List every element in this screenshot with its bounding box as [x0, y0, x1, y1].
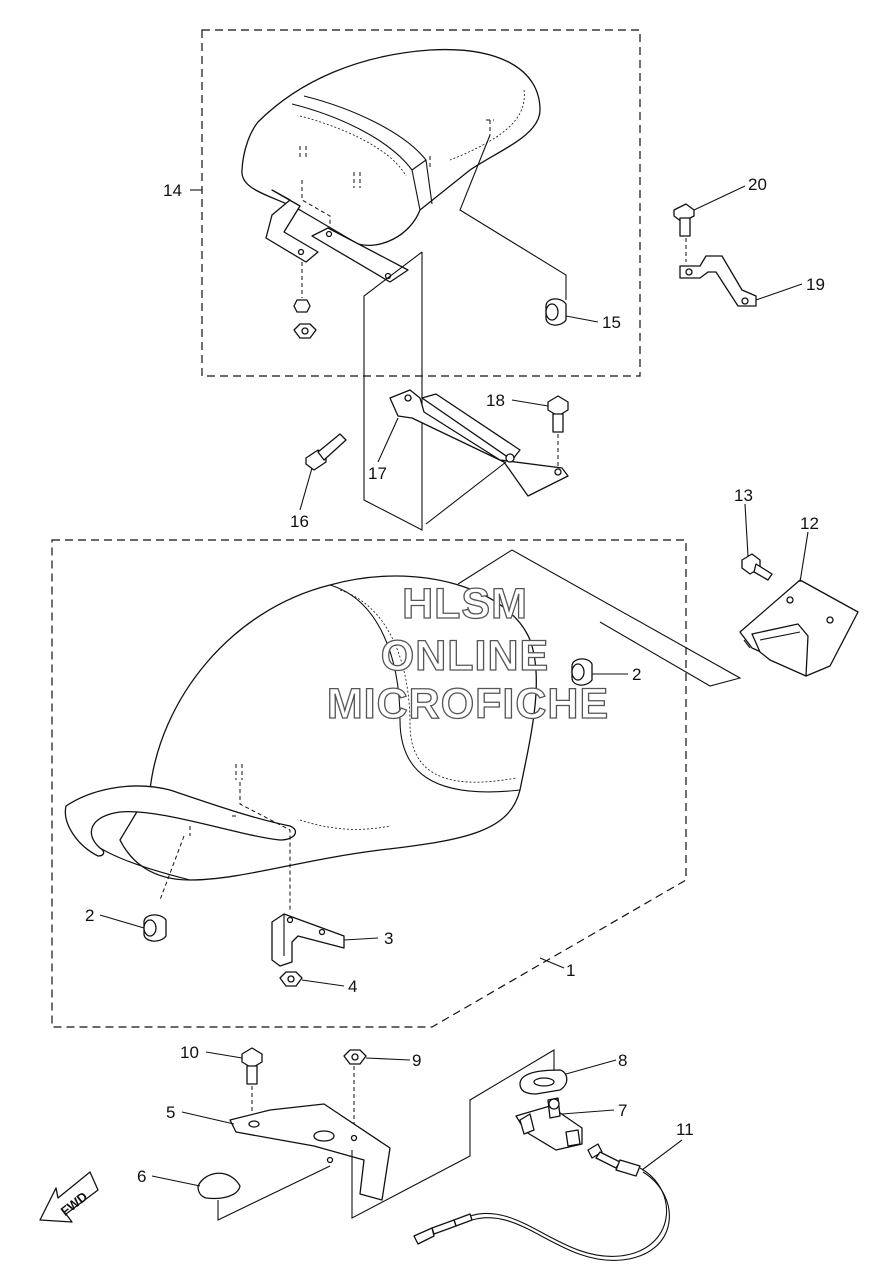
cable-11 — [413, 1143, 670, 1261]
callout-7: 7 — [618, 1101, 627, 1120]
main-seat-group-box — [51, 539, 687, 1028]
bolt-16 — [305, 433, 347, 471]
bolt-10 — [241, 1047, 263, 1085]
callout-8: 8 — [618, 1051, 627, 1070]
bracket-3 — [271, 913, 345, 967]
callout-12: 12 — [800, 514, 819, 533]
bracket-19 — [679, 255, 757, 307]
callout-13: 13 — [734, 486, 753, 505]
rear-seat-nut — [293, 299, 317, 339]
callout-5: 5 — [166, 1103, 175, 1122]
callout-4: 4 — [348, 977, 357, 996]
bracket-17 — [389, 389, 569, 497]
callout-20: 20 — [748, 175, 767, 194]
callout-3: 3 — [384, 929, 393, 948]
main-seat — [64, 575, 537, 912]
callout-18: 18 — [486, 391, 505, 410]
leader-lines — [99, 185, 809, 1187]
watermark-line-2: ONLINE — [381, 632, 549, 680]
damper-2-upper — [571, 658, 593, 686]
callout-10: 10 — [180, 1043, 199, 1062]
callout-15: 15 — [602, 313, 621, 332]
bolt-18 — [547, 395, 569, 433]
nut-9 — [343, 1049, 367, 1065]
callout-9: 9 — [412, 1051, 421, 1070]
damper-2-lower — [143, 914, 167, 942]
watermark: HLSM ONLINE MICROFICHE — [326, 579, 609, 728]
watermark-line-3: MICROFICHE — [327, 680, 609, 728]
fwd-arrow-icon: FWD — [39, 1171, 99, 1223]
bolt-13 — [741, 553, 773, 581]
cover-6 — [197, 1172, 241, 1200]
callout-17: 17 — [368, 464, 387, 483]
callout-1: 1 — [566, 961, 575, 980]
lock-7 — [515, 1097, 583, 1151]
callout-2-lower: 2 — [85, 906, 94, 925]
plate-8 — [519, 1069, 568, 1095]
plate-5 — [229, 1103, 391, 1201]
guide-line-14-to-1 — [363, 251, 423, 531]
tail-cover-12 — [739, 579, 859, 677]
callout-14: 14 — [163, 181, 182, 200]
callout-6: 6 — [137, 1167, 146, 1186]
rear-seat-group-box — [201, 29, 641, 377]
callout-16: 16 — [290, 512, 309, 531]
passenger-seat — [241, 48, 567, 300]
callout-19: 19 — [806, 275, 825, 294]
bolt-20 — [673, 203, 695, 237]
damper-15 — [545, 298, 567, 326]
callout-numbers: 14 15 20 19 18 17 16 13 12 2 2 3 1 4 10 … — [85, 175, 825, 1186]
nut-4 — [279, 971, 303, 987]
guide-line-seat-to-12 — [457, 549, 742, 687]
watermark-line-1: HLSM — [402, 580, 528, 628]
callout-11: 11 — [676, 1120, 694, 1139]
callout-2-upper: 2 — [632, 665, 641, 684]
